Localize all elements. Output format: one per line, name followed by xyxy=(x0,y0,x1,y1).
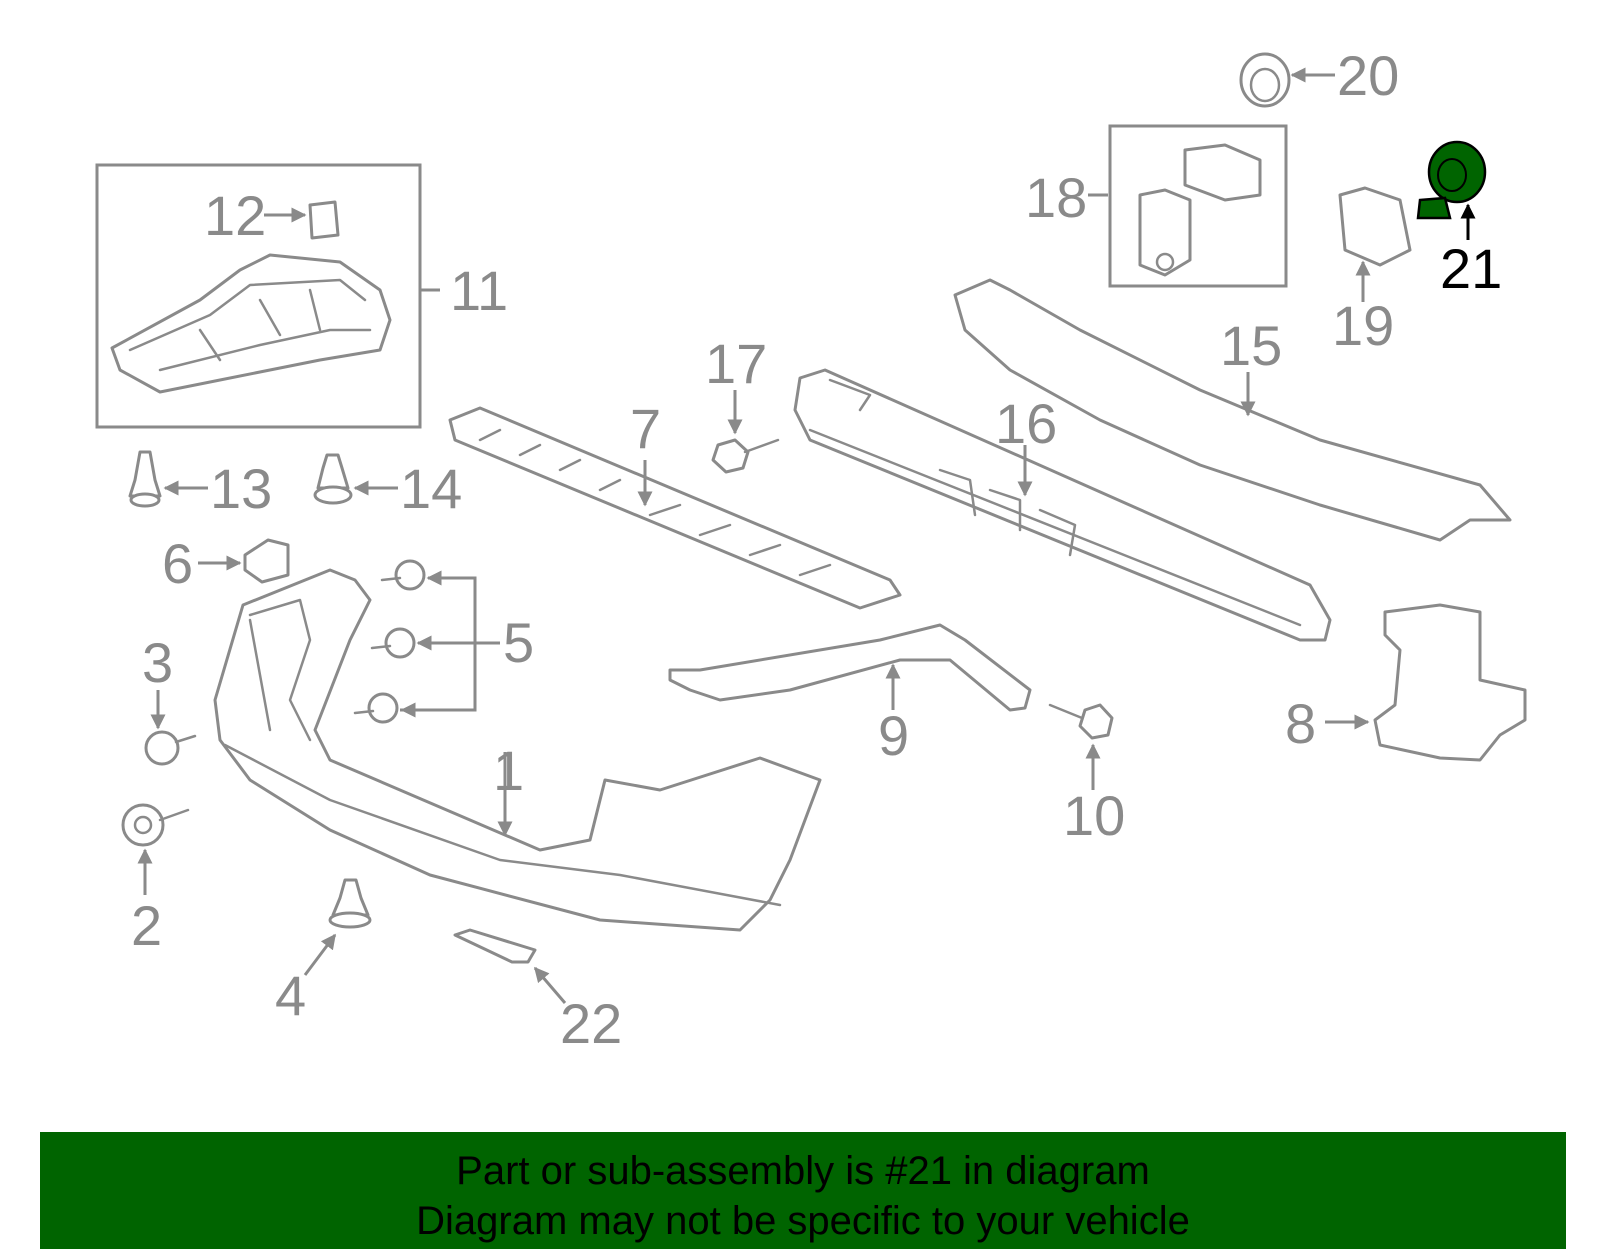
part-17-bolt xyxy=(711,438,750,474)
part-12-clip xyxy=(308,200,340,240)
callout-2: 2 xyxy=(131,894,162,957)
callout-21: 21 xyxy=(1440,237,1502,300)
part-11-under-cover xyxy=(110,253,392,394)
part-3-bolt xyxy=(144,730,180,766)
callout-20: 20 xyxy=(1337,44,1399,107)
part-11-under-cover-group xyxy=(95,163,440,429)
callout-4: 4 xyxy=(275,964,306,1027)
callout-14: 14 xyxy=(400,457,462,520)
part-14-push-clip xyxy=(316,453,350,490)
banner-line-1: Part or sub-assembly is #21 in diagram xyxy=(456,1149,1150,1193)
banner-line-2: Diagram may not be specific to your vehi… xyxy=(416,1199,1190,1243)
callout-18: 18 xyxy=(1025,166,1087,229)
part-13-push-clip xyxy=(128,450,162,498)
callout-6: 6 xyxy=(162,532,193,595)
part-4-clip xyxy=(331,878,370,917)
callout-1: 1 xyxy=(493,739,524,802)
part-20-bezel xyxy=(1239,52,1291,108)
callout-3: 3 xyxy=(142,631,173,694)
part-info-banner: Part or sub-assembly is #21 in diagram D… xyxy=(40,1132,1566,1249)
callout-7: 7 xyxy=(630,397,661,460)
callout-9: 9 xyxy=(878,704,909,767)
part-15-absorber-foam xyxy=(953,278,1512,542)
callout-15: 15 xyxy=(1220,314,1282,377)
callout-17: 17 xyxy=(705,332,767,395)
part-8-spacer xyxy=(1373,603,1527,762)
part-2-screw xyxy=(121,803,165,847)
part-5-screws xyxy=(353,559,500,724)
part-1-bumper-cover xyxy=(213,568,822,932)
part-16-reinforcement xyxy=(793,368,1332,642)
part-7-absorber xyxy=(448,406,902,610)
callout-12: 12 xyxy=(204,184,266,247)
part-6-nut xyxy=(243,538,290,584)
callout-8: 8 xyxy=(1285,692,1316,755)
callout-11: 11 xyxy=(450,259,508,322)
part-21-sensor-retainer xyxy=(1416,140,1487,220)
callout-10: 10 xyxy=(1063,784,1125,847)
part-19-sensor xyxy=(1338,186,1412,267)
callout-19: 19 xyxy=(1332,294,1394,357)
part-22-reflector xyxy=(453,928,537,964)
callout-5: 5 xyxy=(503,611,534,674)
callout-16: 16 xyxy=(995,392,1057,455)
part-10-bolt xyxy=(1078,703,1114,740)
part-9-bracket xyxy=(668,623,1032,712)
callout-22: 22 xyxy=(560,992,622,1055)
part-18-sensor-kit xyxy=(1088,124,1288,288)
callout-13: 13 xyxy=(210,457,272,520)
